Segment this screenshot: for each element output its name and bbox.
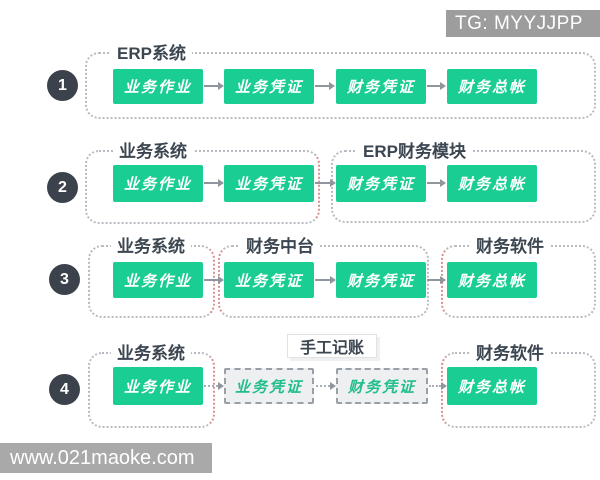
process-box: 财务凭证 (336, 69, 426, 104)
container-business-system: 业务系统 (88, 343, 215, 428)
dotted-arrow-right-icon (204, 382, 224, 390)
step-number-1: 1 (47, 70, 78, 101)
container-title: 业务系统 (111, 343, 191, 364)
step-number-4: 4 (49, 374, 80, 405)
container-business-system: 业务系统 (85, 141, 320, 224)
container-title: 业务系统 (111, 236, 191, 257)
arrow-right-icon (427, 82, 446, 90)
arrow-right-icon (427, 276, 446, 284)
process-box: 财务总帐 (447, 69, 537, 104)
container-title: ERP财务模块 (357, 141, 472, 162)
arrow-right-icon (204, 179, 224, 187)
process-box: 财务凭证 (336, 165, 426, 202)
container-title: 财务中台 (240, 236, 320, 257)
process-box: 财务总帐 (447, 262, 537, 298)
process-box: 业务凭证 (224, 69, 314, 104)
container-title: 业务系统 (113, 141, 193, 162)
process-box: 业务作业 (113, 262, 203, 298)
process-box: 业务凭证 (224, 165, 314, 202)
process-box: 业务作业 (113, 69, 203, 104)
arrow-right-icon (315, 179, 336, 187)
site-watermark: www.021maoke.com (0, 443, 212, 473)
container-finance-software: 财务软件 (441, 343, 596, 428)
manual-bookkeeping-label: 手工记账 (287, 334, 377, 358)
arrow-right-icon (315, 82, 335, 90)
telegram-watermark-badge: TG: MYYJJPP (446, 10, 600, 37)
dotted-arrow-right-icon (429, 382, 447, 390)
container-erp-finance-module: ERP财务模块 (331, 141, 596, 223)
dotted-arrow-right-icon (316, 382, 336, 390)
container-title: ERP系统 (111, 43, 192, 64)
manual-process-box: 业务凭证 (224, 368, 314, 404)
container-title: 财务软件 (470, 236, 550, 257)
arrow-right-icon (204, 276, 224, 284)
process-box: 财务凭证 (336, 262, 426, 298)
process-box: 业务作业 (113, 165, 203, 202)
container-erp-system: ERP系统 (85, 43, 596, 119)
process-box: 业务凭证 (224, 262, 314, 298)
step-number-3: 3 (49, 264, 80, 295)
arrow-right-icon (315, 276, 336, 284)
container-title: 财务软件 (470, 343, 550, 364)
process-box: 财务总帐 (447, 367, 537, 405)
process-box: 业务作业 (113, 367, 203, 405)
container-business-system: 业务系统 (88, 236, 215, 318)
arrow-right-icon (427, 179, 446, 187)
container-finance-middle-platform: 财务中台 (218, 236, 429, 318)
arrow-right-icon (204, 82, 224, 90)
step-number-2: 2 (47, 172, 78, 203)
process-box: 财务总帐 (447, 165, 537, 202)
manual-process-box: 财务凭证 (336, 368, 428, 404)
